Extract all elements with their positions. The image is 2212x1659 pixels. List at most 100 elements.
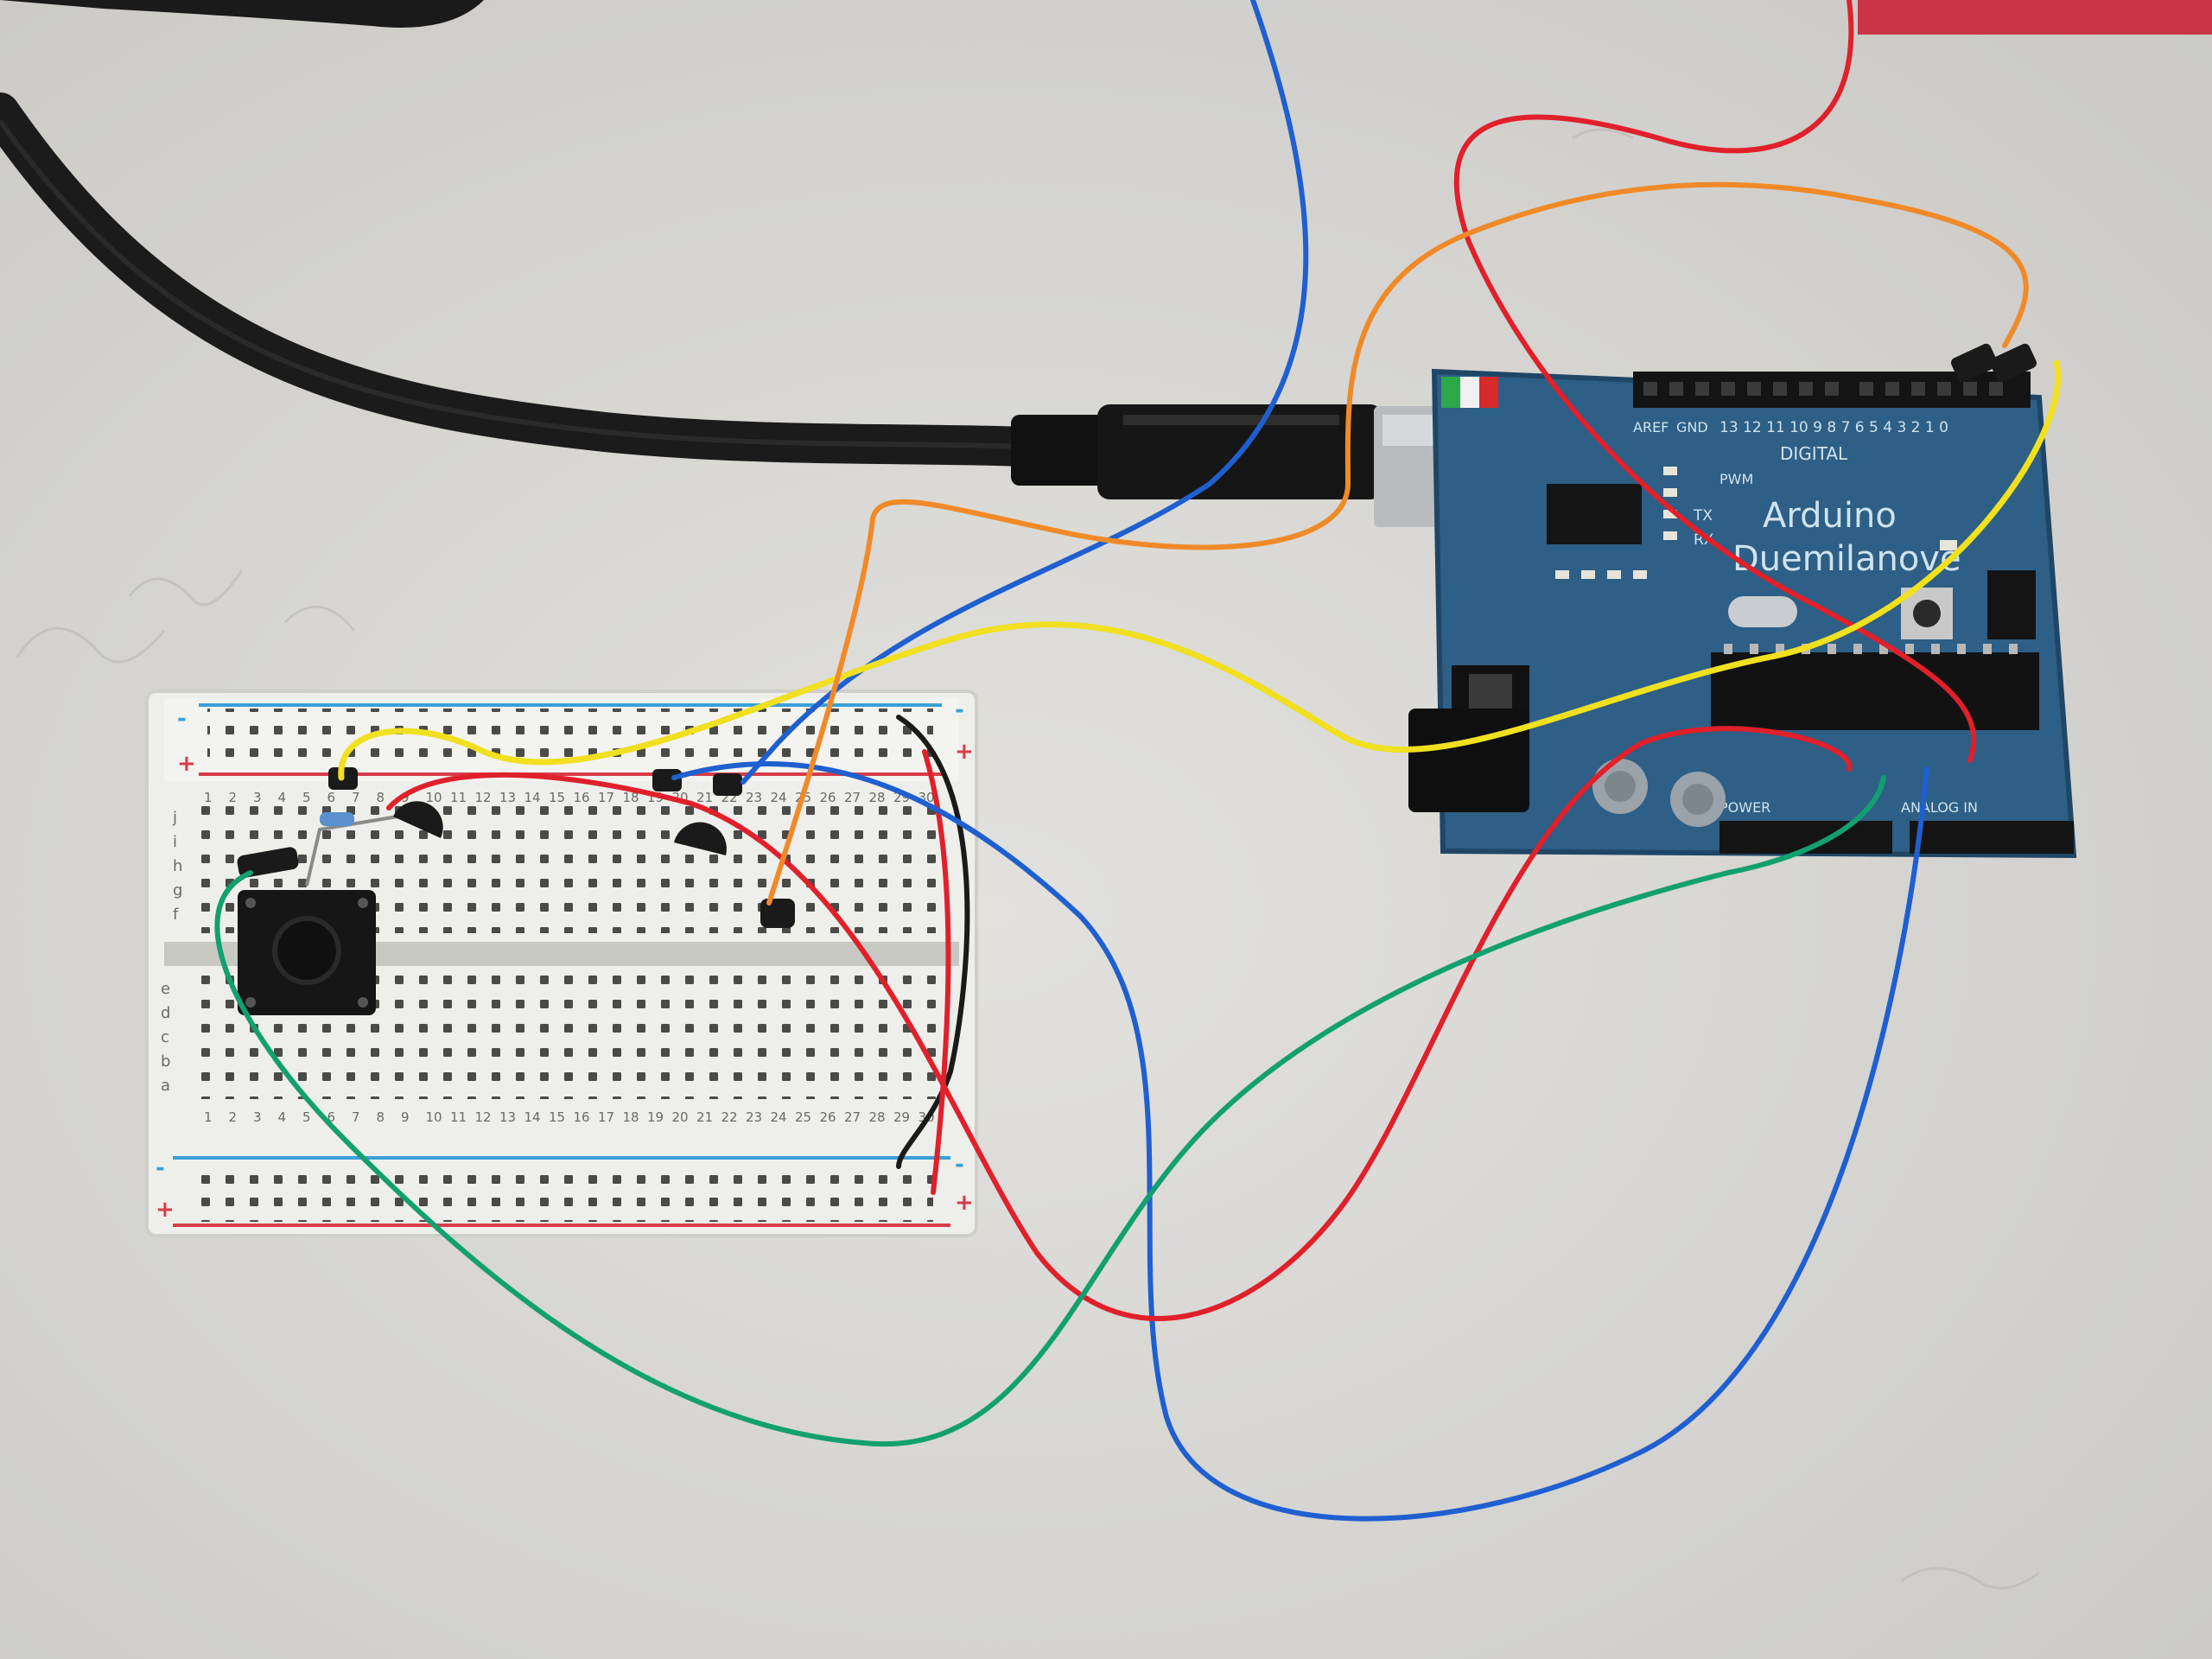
dc-power-jack xyxy=(1408,709,1529,812)
wire-end-black-6 xyxy=(1989,343,2037,383)
silk-rx: RX xyxy=(1694,531,1714,549)
column-number-19: 19 xyxy=(647,1109,664,1125)
column-number-16: 16 xyxy=(574,790,590,805)
column-number-28: 28 xyxy=(869,790,886,805)
column-number-3: 3 xyxy=(253,1109,262,1125)
arduino-name-line2: Duemilanove xyxy=(1732,539,1961,579)
column-number-7: 7 xyxy=(352,790,360,805)
column-number-26: 26 xyxy=(820,1109,836,1125)
row-letter-j: j xyxy=(172,809,177,827)
column-number-17: 17 xyxy=(598,790,614,805)
crystal-oscillator xyxy=(1728,596,1797,627)
row-letters-bottom: e d c b a xyxy=(161,980,170,1095)
black-object-corner xyxy=(0,0,484,28)
column-number-1: 1 xyxy=(204,1109,213,1125)
silk-pwm: PWM xyxy=(1719,471,1753,487)
rail-plus-bottom-left: + xyxy=(156,1197,175,1223)
column-number-22: 22 xyxy=(721,1109,738,1125)
column-number-12: 12 xyxy=(475,1109,492,1125)
wire-green xyxy=(214,775,1886,1447)
silk-aref: AREF xyxy=(1633,419,1669,435)
wire-end-black-3 xyxy=(713,773,742,796)
analog-header xyxy=(1910,821,2074,854)
row-letter-i: i xyxy=(173,833,177,851)
icsp-header xyxy=(1987,570,2036,639)
silk-pin-numbers: 13 12 11 10 9 8 7 6 5 4 3 2 1 0 xyxy=(1719,419,1948,436)
wires xyxy=(214,0,2062,1522)
column-number-5: 5 xyxy=(302,1109,311,1125)
column-number-23: 23 xyxy=(746,790,762,805)
wire-yellow xyxy=(338,359,2062,781)
column-number-13: 13 xyxy=(499,790,516,805)
column-number-4: 4 xyxy=(278,790,287,805)
column-number-10: 10 xyxy=(426,1109,442,1125)
wire-end-black-5 xyxy=(1950,343,1999,383)
column-number-23: 23 xyxy=(746,1109,762,1125)
rail-minus-bottom-right: - xyxy=(955,1152,964,1178)
desk-pencil-marks xyxy=(16,128,2040,1590)
silk-digital: DIGITAL xyxy=(1780,443,1848,464)
column-number-1: 1 xyxy=(204,790,213,805)
rail-minus-top-right: - xyxy=(955,697,964,723)
rail-plus-top-right: + xyxy=(955,739,974,765)
column-number-11: 11 xyxy=(450,1109,467,1125)
column-number-14: 14 xyxy=(524,1109,541,1125)
rail-minus-bottom-left: - xyxy=(156,1155,165,1181)
column-number-27: 27 xyxy=(844,790,861,805)
column-number-20: 20 xyxy=(672,1109,689,1125)
rail-plus-bottom-right: + xyxy=(955,1190,974,1216)
row-letter-h: h xyxy=(173,857,182,875)
row-letter-b: b xyxy=(161,1052,170,1071)
silk-analog-in: ANALOG IN xyxy=(1901,799,1978,816)
column-number-8: 8 xyxy=(377,790,385,805)
column-number-8: 8 xyxy=(377,1109,385,1125)
push-button xyxy=(238,890,376,1015)
row-letter-e: e xyxy=(161,980,170,998)
usb-chip xyxy=(1547,484,1642,544)
column-number-17: 17 xyxy=(598,1109,614,1125)
column-number-15: 15 xyxy=(549,790,565,805)
atmega-chip xyxy=(1711,652,2039,730)
wire-end-black-4 xyxy=(760,899,795,928)
column-number-28: 28 xyxy=(869,1109,886,1125)
wire-blue-top xyxy=(741,0,1309,785)
column-number-3: 3 xyxy=(253,790,262,805)
column-number-24: 24 xyxy=(771,1109,787,1125)
column-number-21: 21 xyxy=(696,1109,713,1125)
column-number-18: 18 xyxy=(623,790,639,805)
resistor xyxy=(305,812,398,887)
row-letter-a: a xyxy=(161,1077,170,1095)
column-number-27: 27 xyxy=(844,1109,861,1125)
rail-minus-top-left: - xyxy=(177,706,187,732)
column-number-24: 24 xyxy=(771,790,787,805)
wire-black xyxy=(896,715,970,1169)
silk-power: POWER xyxy=(1719,799,1770,816)
column-number-7: 7 xyxy=(352,1109,360,1125)
column-number-2: 2 xyxy=(229,790,238,805)
transistor-1 xyxy=(393,801,443,838)
column-number-14: 14 xyxy=(524,790,541,805)
column-number-11: 11 xyxy=(450,790,467,805)
wire-red-top xyxy=(1453,0,1977,763)
row-letter-c: c xyxy=(161,1028,169,1046)
column-number-5: 5 xyxy=(302,790,311,805)
row-letter-d: d xyxy=(161,1004,170,1022)
column-number-16: 16 xyxy=(574,1109,590,1125)
column-number-26: 26 xyxy=(820,790,836,805)
row-letter-g: g xyxy=(173,881,182,899)
wire-blue-bottom xyxy=(671,760,1929,1522)
column-number-6: 6 xyxy=(327,1109,336,1125)
silk-tx: TX xyxy=(1693,507,1713,524)
column-number-21: 21 xyxy=(696,790,713,805)
arduino-name-line1: Arduino xyxy=(1763,496,1897,536)
jumper-cap-1 xyxy=(237,847,299,878)
wire-orange-long xyxy=(766,181,2029,906)
red-object-corner xyxy=(1858,0,2212,35)
wire-red-long xyxy=(386,726,1853,1321)
column-number-29: 29 xyxy=(893,1109,910,1125)
silk-gnd: GND xyxy=(1676,419,1708,435)
